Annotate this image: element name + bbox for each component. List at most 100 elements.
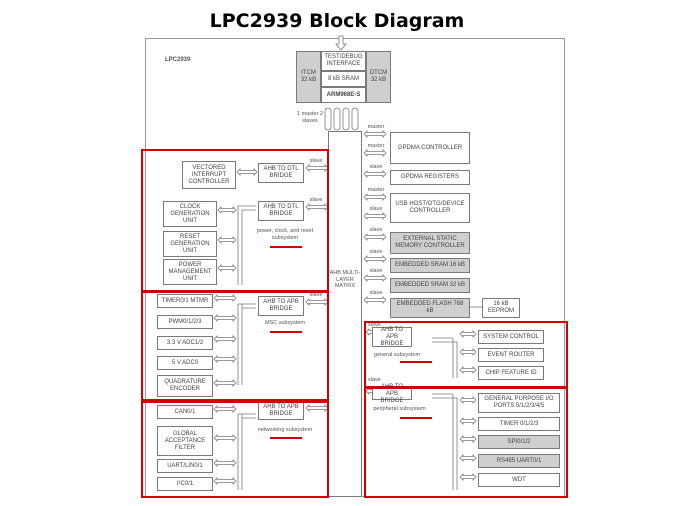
adc-5v: 5 V ADC0 [157,356,213,370]
bidirectional-arrow [363,212,387,220]
clock-generation-unit: CLOCK GENERATION UNIT [163,201,217,227]
bus-arrow [342,107,350,131]
general-subsystem-highlight [364,321,568,388]
port-label: slave [309,197,323,203]
subsystem-label: power, clock, and reset subsystem [256,228,314,241]
general-ahb-to-apb-bridge: AHB TO APB BRIDGE [372,327,412,347]
embedded-sram-16kb: EMBEDDED SRAM 16 kB [390,258,470,273]
port-label: master [367,187,385,193]
port-label: slave [368,377,381,383]
subsystem-label: networking subsystem [257,427,313,433]
chip-feature-id: CHIP FEATURE ID [478,366,544,380]
bidirectional-arrow [213,434,237,442]
quadrature-encoder: QUADRATURE ENCODER [157,375,213,397]
bidirectional-arrow [217,206,237,214]
reset-generation-unit: RESET GENERATION UNIT [163,231,217,257]
power-subsystem-highlight [141,149,329,292]
port-label: slave [369,227,383,233]
timer-mtmr: TIMER0/1 MTMR [157,294,213,308]
bidirectional-arrow [363,255,387,263]
wdt: WDT [478,473,560,487]
vectored-interrupt-controller: VECTORED INTERRUPT CONTROLLER [182,161,236,189]
uart-lin: UART/LIN0/1 [157,459,213,473]
bidirectional-arrow [213,335,237,343]
bidirectional-arrow [236,168,258,176]
bidirectional-arrow [213,477,237,485]
port-label: slave [369,249,383,255]
subsystem-underline [270,437,302,439]
chip-label: LPC2939 [165,57,191,63]
dtcm-block: DTCM 32 kB [366,51,391,103]
embedded-flash: EMBEDDED FLASH 768 kB [390,298,470,318]
itcm-block: ITCM 32 kB [296,51,321,103]
port-label: slave [368,322,381,328]
power-management-unit: POWER MANAGEMENT UNIT [163,259,217,285]
timer-0-3: TIMER 0/1/2/3 [478,417,560,431]
bidirectional-arrow [213,405,237,413]
bidirectional-arrow [213,459,237,467]
subsystem-underline [270,331,302,333]
bidirectional-arrow [459,330,477,338]
bidirectional-arrow [363,149,387,157]
bidirectional-arrow [217,264,237,272]
bidirectional-arrow [363,296,387,304]
bidirectional-arrow [363,274,387,282]
global-acceptance-filter: GLOBAL ACCEPTANCE FILTER [157,426,213,456]
networking-subsystem-highlight [141,401,329,498]
ahb-to-dtl-bridge-1: AHB TO DTL BRIDGE [258,163,304,183]
bus-arrow [351,107,359,131]
subsystem-underline [270,246,302,248]
port-label: slave [369,290,383,296]
subsystem-label: peripheral subsystem [373,406,426,412]
bidirectional-arrow [213,379,237,387]
msc-ahb-to-apb-bridge: AHB TO APB BRIDGE [258,296,304,316]
usb-controller: USB HOST/OTG/DEVICE CONTROLLER [390,193,470,223]
bidirectional-arrow [459,366,477,374]
bidirectional-arrow [459,454,477,462]
bidirectional-arrow [213,355,237,363]
port-label: master [367,124,385,130]
port-label: master [367,143,385,149]
bidirectional-arrow [363,193,387,201]
system-control: SYSTEM CONTROL [478,330,544,344]
sram-8kb: 8 kB SRAM [321,71,366,87]
ahb-to-dtl-bridge-2: AHB TO DTL BRIDGE [258,201,304,221]
embedded-sram-32kb: EMBEDDED SRAM 32 kB [390,278,470,293]
ahb-matrix-label: AHB MULTI-LAYER MATRIX [329,270,361,289]
subsystem-underline [400,361,432,363]
subsystem-underline [400,417,432,419]
networking-ahb-to-apb-bridge: AHB TO APB BRIDGE [258,402,304,420]
port-label: slave [309,158,323,164]
msc-subsystem-highlight [141,291,329,401]
bidirectional-arrow [363,130,387,138]
bidirectional-arrow [459,435,477,443]
arm-core: ARM968E-S [321,87,366,103]
gpio-ports: GENERAL PURPOSE I/O PORTS 0/1/2/3/4/5 [478,393,560,413]
bidirectional-arrow [213,314,237,322]
bidirectional-arrow [459,348,477,356]
bidirectional-arrow [213,294,237,302]
bidirectional-arrow [217,236,237,244]
event-router: EVENT ROUTER [478,348,544,362]
bus-arrow [333,107,341,131]
gpdma-registers: GPDMA REGISTERS [390,170,470,185]
bidirectional-arrow [363,233,387,241]
port-label: slave [309,292,323,298]
ahb-matrix [328,131,362,497]
can: CAN0/1 [157,405,213,419]
page-title: LPC2939 Block Diagram [209,10,465,32]
pwm: PWM0/1/2/3 [157,315,213,329]
bidirectional-arrow [459,473,477,481]
port-label: slave [369,164,383,170]
bus-arrow [324,107,332,131]
i2c: I²C0/1 [157,477,213,491]
subsystem-label: general subsystem [373,352,421,358]
debug-input-arrow [335,35,347,51]
peripheral-subsystem-highlight [364,387,568,498]
ext-static-memory-controller: EXTERNAL STATIC MEMORY CONTROLLER [390,232,470,254]
bidirectional-arrow [363,170,387,178]
test-debug-interface: TEST/DEBUG INTERFACE [321,51,366,71]
subsystem-label: MSC subsystem [264,320,306,326]
port-label: slave [369,268,383,274]
